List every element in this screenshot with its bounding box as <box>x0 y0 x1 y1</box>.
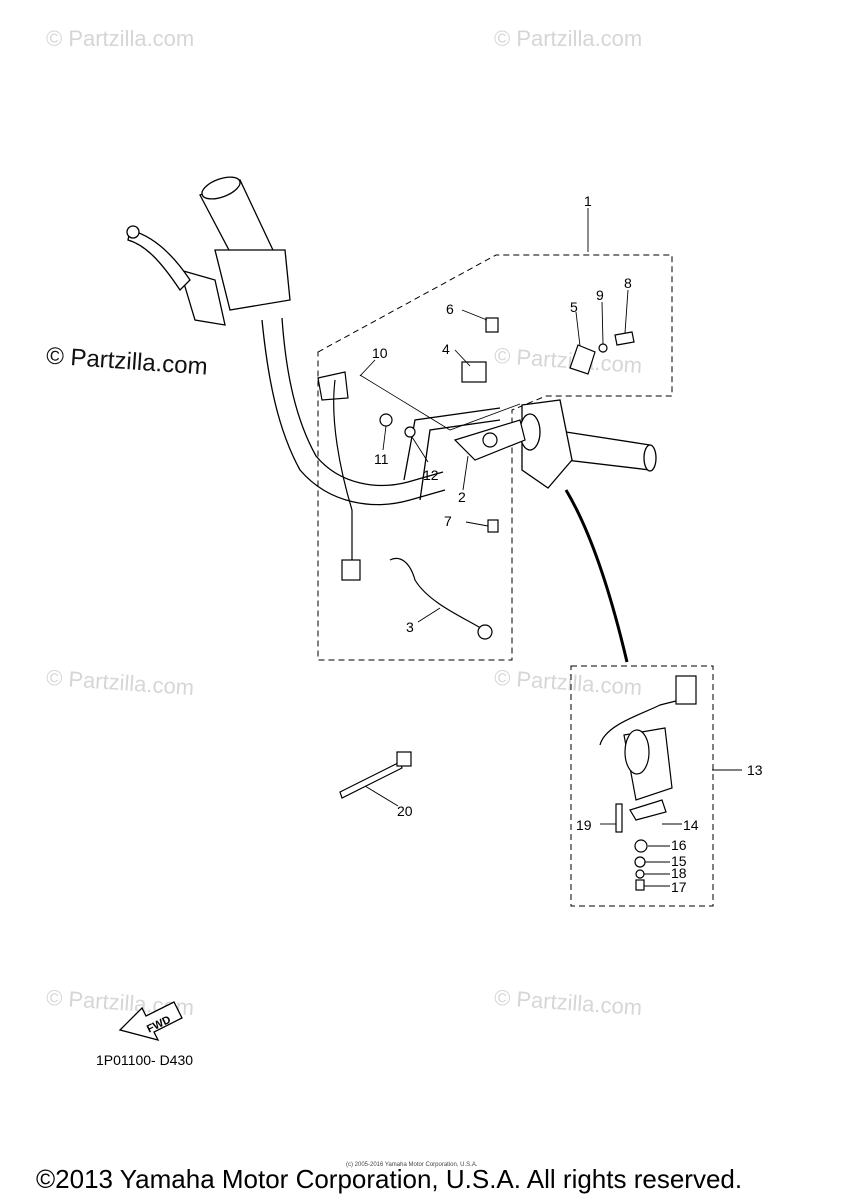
callout-16: 16 <box>671 837 687 853</box>
handlebar-switch-13 <box>599 675 697 891</box>
callout-17: 17 <box>671 879 687 895</box>
callout-18: 18 <box>671 865 687 881</box>
callout-9: 9 <box>596 287 604 303</box>
watermark: © Partzilla.com <box>494 26 643 51</box>
callout-7: 7 <box>444 513 452 529</box>
callout-5: 5 <box>570 299 578 315</box>
cable-tie-20 <box>339 751 412 799</box>
callout-19: 19 <box>576 817 592 833</box>
leader-lines <box>359 208 742 887</box>
callout-1: 1 <box>584 193 592 209</box>
fwd-arrow-icon: FWD <box>118 1001 183 1041</box>
right-switch-and-grip <box>519 399 657 489</box>
callout-2: 2 <box>458 489 466 505</box>
callout-13: 13 <box>747 762 763 778</box>
callout-12: 12 <box>423 467 439 483</box>
handlebar-assembly <box>126 176 501 506</box>
callout-10: 10 <box>372 345 388 361</box>
callout-3: 3 <box>406 619 414 635</box>
callout-14: 14 <box>683 817 699 833</box>
copyright-footer: ©2013 Yamaha Motor Corporation, U.S.A. A… <box>36 1164 743 1194</box>
callout-4: 4 <box>442 341 450 357</box>
watermark: © Partzilla.com <box>46 26 195 51</box>
connector-wire <box>359 374 521 431</box>
callout-20: 20 <box>397 803 413 819</box>
diagram-code: 1P01100- D430 <box>96 1052 194 1068</box>
tiny-notice: (c) 2005-2016 Yamaha Motor Corporation, … <box>346 1162 478 1168</box>
switch-cable <box>333 379 353 560</box>
harness-lead <box>564 489 629 663</box>
callout-8: 8 <box>624 275 632 291</box>
assembly-13-boundary <box>570 665 714 907</box>
callout-6: 6 <box>446 301 454 317</box>
callout-15: 15 <box>671 853 687 869</box>
lever-holder-parts <box>317 317 635 640</box>
callout-11: 11 <box>374 451 389 467</box>
assembly-1-boundary <box>317 254 673 661</box>
